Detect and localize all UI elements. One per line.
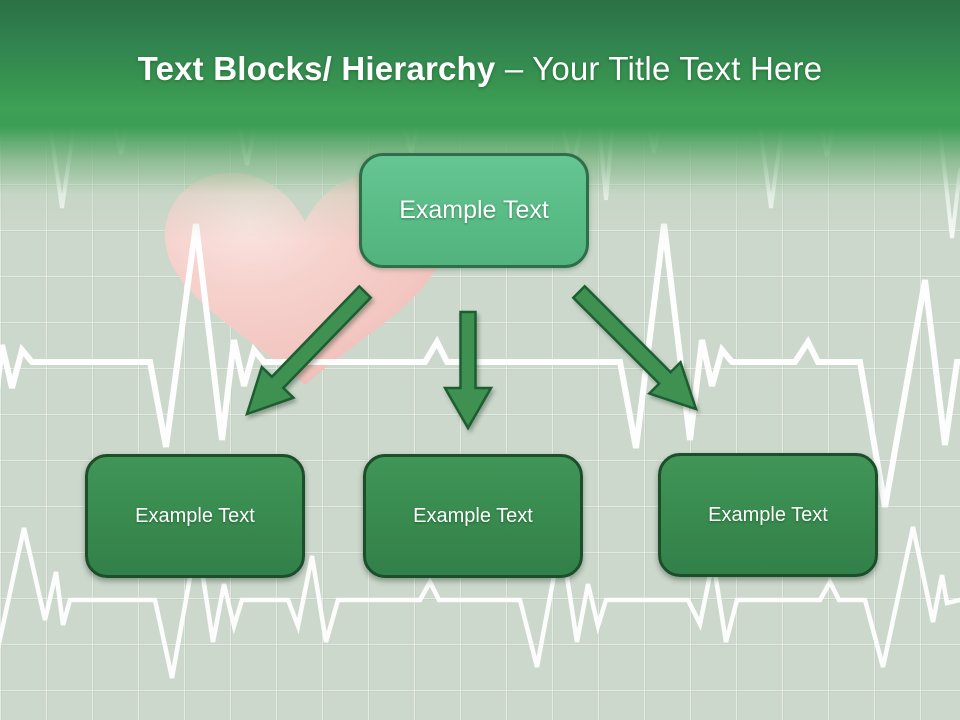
root-node-label: Example Text <box>399 196 549 224</box>
child-node-1-label: Example Text <box>135 504 255 527</box>
arrow-down-icon <box>442 310 494 431</box>
child-node-2-label: Example Text <box>413 504 533 527</box>
slide-title-subtitle: – Your Title Text Here <box>495 50 823 87</box>
arrow-down-left-icon <box>245 284 373 417</box>
slide-title-bold: Text Blocks/ Hierarchy <box>137 50 496 87</box>
arrow-down-right-icon <box>571 284 698 411</box>
root-node[interactable]: Example Text <box>359 153 589 268</box>
slide-title: Text Blocks/ Hierarchy – Your Title Text… <box>0 50 960 88</box>
child-node-3-label: Example Text <box>708 503 828 526</box>
child-node-2[interactable]: Example Text <box>363 454 583 578</box>
child-node-1[interactable]: Example Text <box>85 454 305 578</box>
child-node-3[interactable]: Example Text <box>658 453 878 577</box>
